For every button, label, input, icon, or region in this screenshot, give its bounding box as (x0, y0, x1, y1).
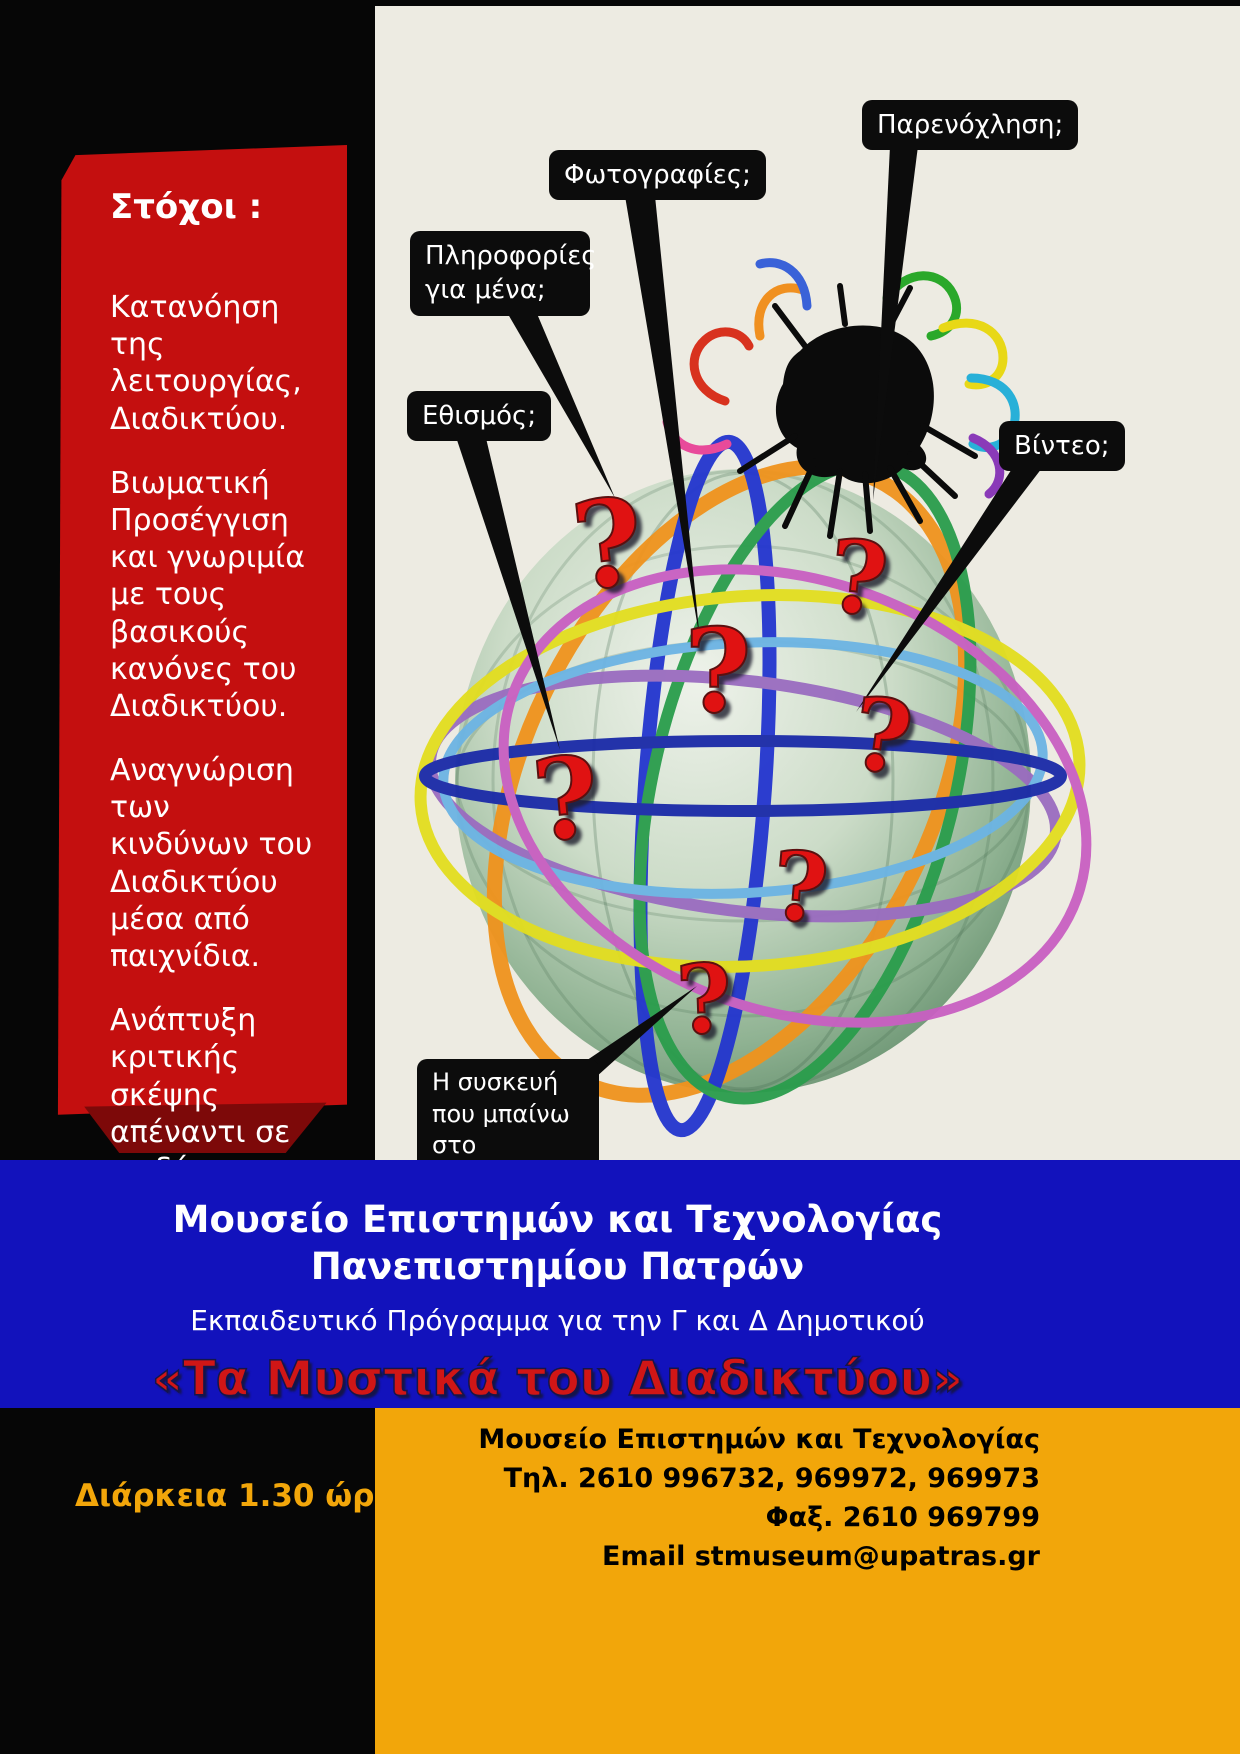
callout-video: Βίντεο; (999, 421, 1125, 472)
goals-ribbon: Στόχοι : Κατανόηση της λειτουργίας, Διαδ… (55, 145, 347, 1187)
question-mark: ? (766, 829, 833, 946)
callout-tails (455, 146, 1045, 1105)
duration-text: Διάρκεια 1.30 ώρα (75, 1478, 396, 1514)
contact-phone: Τηλ. 2610 996732, 969972, 969973 (503, 1463, 1040, 1495)
question-mark: ? (822, 515, 895, 640)
goal-item: Βιωματική Προσέγγιση και γνωριμία με του… (110, 465, 305, 724)
banner: Μουσείο Επιστημών και Τεχνολογίας Πανεπι… (0, 1160, 1240, 1408)
goals-ribbon-face (57, 145, 347, 1115)
goals-ribbon-fold (84, 1102, 327, 1153)
banner-text-block: Μουσείο Επιστημών και Τεχνολογίας Πανεπι… (0, 1160, 1115, 1408)
goals-title: Στόχοι : (110, 187, 263, 227)
globe-illustration (414, 146, 1092, 1138)
goals-content: Στόχοι : Κατανόηση της λειτουργίας, Διαδ… (110, 187, 318, 1215)
goal-item: Κατανόηση της λειτουργίας, Διαδικτύου. (110, 290, 302, 437)
question-mark: ? (683, 604, 752, 740)
museum-name-line1: Μουσείο Επιστημών και Τεχνολογίας (172, 1198, 943, 1241)
program-subtitle: Εκπαιδευτικό Πρόγραμμα για την Γ και Δ Δ… (190, 1304, 925, 1337)
poster-title: «Τα Μυστικά του Διαδικτύου» (151, 1350, 963, 1408)
callout-harassment: Παρενόχληση; (862, 100, 1079, 151)
callout-photos: Φωτογραφίες; (549, 150, 766, 201)
callout-addiction: Εθισμός; (407, 391, 552, 442)
goal-item: Ανάπτυξη κριτικής σκέψης απέναντι σε κιν… (110, 1003, 291, 1187)
contact-block: Μουσείο Επιστημών και Τεχνολογίας Τηλ. 2… (478, 1420, 1040, 1577)
contact-email: Email stmuseum@upatras.gr (602, 1541, 1040, 1573)
question-mark: ? (565, 470, 652, 620)
footer-gold: Μουσείο Επιστημών και Τεχνολογίας Τηλ. 2… (375, 1408, 1240, 1754)
goal-item: Αναγνώριση των κινδύνων του Διαδικτύου μ… (110, 753, 313, 974)
contact-fax: Φαξ. 2610 969799 (765, 1502, 1040, 1534)
museum-name-line2: Πανεπιστημίου Πατρών (310, 1245, 805, 1288)
contact-museum-name: Μουσείο Επιστημών και Τεχνολογίας (478, 1424, 1040, 1455)
creature-illustration (662, 258, 1020, 539)
callout-personal-info: Πληροφορίες για μένα; (410, 231, 597, 316)
question-mark: ? (527, 730, 606, 868)
question-mark: ? (673, 943, 735, 1058)
